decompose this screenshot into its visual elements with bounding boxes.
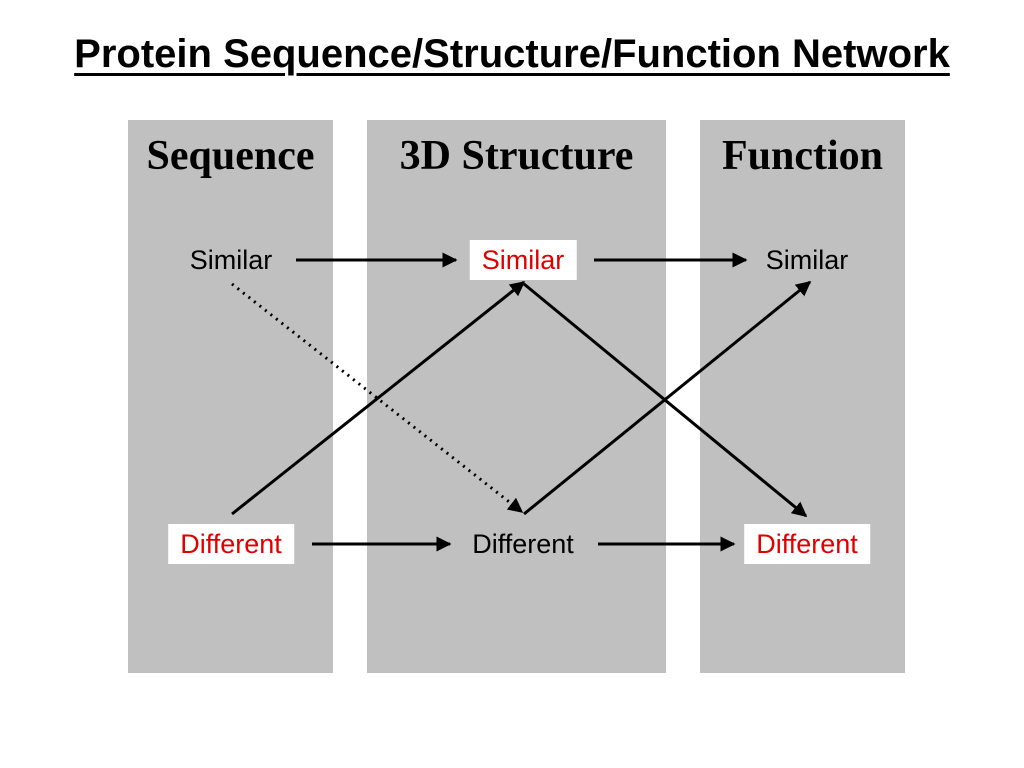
structure-column: 3D Structure bbox=[367, 120, 666, 673]
sequence-column-header: Sequence bbox=[146, 133, 315, 179]
function-column-header: Function bbox=[721, 133, 884, 179]
sequence-similar-node: Similar bbox=[189, 245, 273, 275]
function-different-node: Different bbox=[744, 524, 870, 564]
structure-column-header: 3D Structure bbox=[399, 133, 634, 179]
function-column: Function bbox=[700, 120, 905, 673]
sequence-column: Sequence bbox=[128, 120, 333, 673]
structure-similar-node: Similar bbox=[469, 240, 577, 280]
function-similar-node: Similar bbox=[765, 245, 849, 275]
page-title: Protein Sequence/Structure/Function Netw… bbox=[74, 32, 950, 76]
structure-different-node: Different bbox=[472, 529, 574, 559]
sequence-different-node: Different bbox=[168, 524, 294, 564]
